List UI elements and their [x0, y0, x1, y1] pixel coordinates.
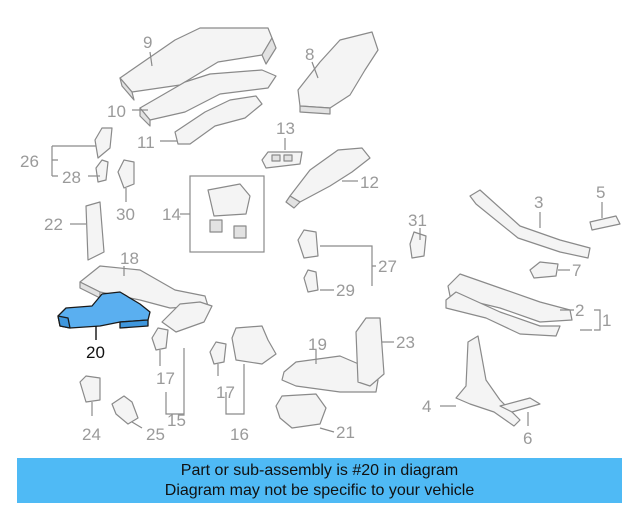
callout-28[interactable]: 28 [62, 168, 81, 187]
part-8-bracket[interactable] [297, 31, 379, 115]
part-20-duct-highlighted[interactable] [57, 291, 151, 329]
part-9-duct[interactable] [119, 27, 277, 101]
callout-25[interactable]: 25 [146, 425, 165, 444]
part-27-bracket[interactable] [297, 229, 319, 259]
part-13-clip[interactable] [261, 151, 303, 169]
callout-4[interactable]: 4 [422, 397, 431, 416]
parts-diagram: 9 10 11 8 13 12 26 28 [20, 27, 621, 448]
part-17a-clip[interactable] [151, 327, 169, 351]
part-4-duct[interactable] [455, 335, 521, 427]
part-15-bracket[interactable] [161, 301, 213, 333]
callout-30[interactable]: 30 [116, 205, 135, 224]
leader-21 [319, 427, 335, 433]
callout-22[interactable]: 22 [44, 215, 63, 234]
part-5-clip[interactable] [589, 215, 621, 231]
part-21-duct[interactable] [275, 393, 327, 429]
callout-8[interactable]: 8 [305, 45, 314, 64]
callout-14[interactable]: 14 [162, 205, 181, 224]
part-7-clip[interactable] [529, 261, 559, 279]
banner-line-2: Diagram may not be specific to your vehi… [164, 482, 475, 499]
callout-2[interactable]: 2 [575, 301, 584, 320]
callout-6[interactable]: 6 [523, 429, 532, 448]
callout-23[interactable]: 23 [396, 333, 415, 352]
info-banner: Part or sub-assembly is #20 in diagram D… [17, 458, 622, 503]
callout-3[interactable]: 3 [534, 193, 543, 212]
part-11-duct[interactable] [174, 95, 263, 145]
part-25-nozzle[interactable] [111, 395, 139, 425]
callout-31[interactable]: 31 [408, 211, 427, 230]
callout-20[interactable]: 20 [86, 343, 105, 362]
callout-16[interactable]: 16 [230, 425, 249, 444]
part-10-duct[interactable] [139, 69, 277, 127]
leader-26 [51, 145, 96, 177]
callout-27[interactable]: 27 [378, 257, 397, 276]
part-30-clip[interactable] [117, 159, 135, 189]
part-23-panel[interactable] [355, 317, 385, 387]
part-6-clip[interactable] [499, 397, 541, 413]
part-28-clip[interactable] [95, 159, 109, 183]
part-17b-clip[interactable] [209, 341, 227, 365]
callout-21[interactable]: 21 [336, 423, 355, 442]
part-31-clip[interactable] [409, 231, 427, 259]
callout-1[interactable]: 1 [602, 311, 611, 330]
leader-8 [311, 61, 319, 79]
callout-26[interactable]: 26 [20, 152, 39, 171]
callout-17a[interactable]: 17 [156, 369, 175, 388]
leader-9 [149, 51, 153, 67]
part-14-kit[interactable] [207, 183, 251, 239]
leader-15 [165, 348, 185, 415]
part-29-clip[interactable] [303, 269, 319, 293]
part-19-duct[interactable] [281, 355, 379, 393]
callout-10[interactable]: 10 [107, 102, 126, 121]
callout-7[interactable]: 7 [572, 261, 581, 280]
callout-15[interactable]: 15 [167, 411, 186, 430]
callout-24[interactable]: 24 [82, 425, 101, 444]
part-16-bracket[interactable] [231, 325, 277, 365]
banner-line-1: Part or sub-assembly is #20 in diagram [180, 462, 459, 479]
callout-13[interactable]: 13 [276, 119, 295, 138]
part-22-panel[interactable] [85, 201, 105, 261]
callout-5[interactable]: 5 [596, 183, 605, 202]
callout-12[interactable]: 12 [360, 173, 379, 192]
callout-19[interactable]: 19 [308, 335, 327, 354]
callout-9[interactable]: 9 [143, 33, 152, 52]
part-2-duct[interactable] [445, 273, 573, 337]
leader-27 [320, 245, 376, 291]
part-18-duct[interactable] [79, 265, 209, 309]
leader-25 [131, 421, 143, 429]
callout-29[interactable]: 29 [336, 281, 355, 300]
part-24-clip[interactable] [79, 375, 101, 403]
leader-16 [225, 364, 245, 415]
callout-18[interactable]: 18 [120, 249, 139, 268]
part-3-duct[interactable] [469, 189, 591, 259]
callout-11[interactable]: 11 [137, 133, 155, 152]
leader-2 [560, 309, 601, 331]
part-26-bracket[interactable] [94, 127, 113, 159]
part-12-duct[interactable] [285, 147, 371, 209]
callout-17b[interactable]: 17 [216, 383, 235, 402]
